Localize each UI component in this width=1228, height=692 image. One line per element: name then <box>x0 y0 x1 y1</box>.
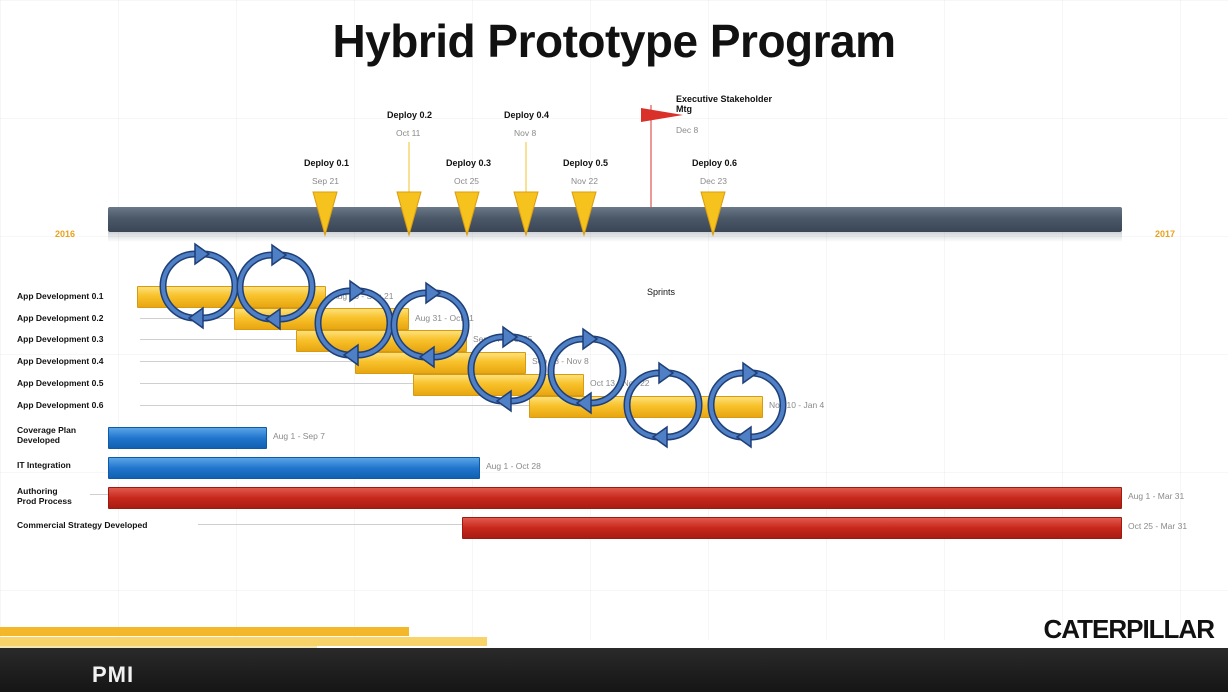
year-end-label: 2017 <box>1155 229 1176 239</box>
timeline-bar <box>108 207 1122 232</box>
milestone-label-exec-mtg: Executive Stakeholder Mtg <box>676 94 773 114</box>
milestone-marker-0-5 <box>571 191 597 237</box>
row-guide <box>140 361 355 362</box>
cycle-icon <box>551 329 623 413</box>
milestone-date-exec-mtg: Dec 8 <box>676 125 699 135</box>
row-label-it-integration: IT Integration <box>17 460 71 470</box>
caterpillar-logo: CATERPILLAR <box>1043 614 1215 644</box>
decor-stripe <box>0 627 409 636</box>
row-guide <box>140 383 413 384</box>
row-label-app-dev-0-2: App Development 0.2 <box>17 313 104 323</box>
cycle-icon <box>318 281 390 365</box>
gantt-bar-it-integration[interactable] <box>108 457 480 479</box>
gantt-bar-coverage-plan[interactable] <box>108 427 267 449</box>
row-guide <box>198 524 462 525</box>
milestone-label-deploy-0-1: Deploy 0.1 <box>304 158 350 168</box>
milestone-date-deploy-0-6: Dec 23 <box>700 176 727 186</box>
pmi-logo: PMI <box>92 662 135 687</box>
row-label-app-dev-0-3: App Development 0.3 <box>17 334 104 344</box>
cycle-icon <box>240 245 312 329</box>
page-title: Hybrid Prototype Program <box>332 15 896 67</box>
milestone-marker-0-2 <box>396 191 422 237</box>
bar-range-app-dev-0-4: Sep 28 - Nov 8 <box>532 356 589 366</box>
cycle-icon <box>627 363 699 447</box>
milestone-date-deploy-0-4: Nov 8 <box>514 128 537 138</box>
milestone-label-deploy-0-4: Deploy 0.4 <box>504 110 550 120</box>
milestone-label-deploy-0-2: Deploy 0.2 <box>387 110 433 120</box>
milestone-marker-0-4 <box>513 191 539 237</box>
row-label-commercial-strategy: Commercial Strategy Developed <box>17 520 148 530</box>
milestone-label-deploy-0-3: Deploy 0.3 <box>446 158 492 168</box>
year-start-label: 2016 <box>55 229 76 239</box>
row-guide <box>140 339 296 340</box>
gantt-bar-authoring[interactable] <box>108 487 1122 509</box>
bar-range-app-dev-0-2: Aug 31 - Oct 11 <box>415 313 474 323</box>
flag-icon <box>641 108 683 122</box>
cycle-icon <box>394 283 466 367</box>
cycle-icon <box>471 327 543 411</box>
row-label-app-dev-0-1: App Development 0.1 <box>17 291 104 301</box>
cycle-icon <box>711 363 783 447</box>
milestone-label-deploy-0-6: Deploy 0.6 <box>692 158 738 168</box>
milestone-label-deploy-0-5: Deploy 0.5 <box>563 158 609 168</box>
bar-range-authoring: Aug 1 - Mar 31 <box>1128 491 1185 501</box>
milestone-date-deploy-0-5: Nov 22 <box>571 176 598 186</box>
gantt-bar-commercial-strategy[interactable] <box>462 517 1122 539</box>
row-guide <box>90 494 108 495</box>
bar-range-app-dev-0-1: Aug 16 - Sep 21 <box>332 291 394 301</box>
bar-range-commercial-strategy: Oct 25 - Mar 31 <box>1128 521 1188 531</box>
milestone-date-deploy-0-1: Sep 21 <box>312 176 339 186</box>
milestone-marker-0-6 <box>700 191 726 237</box>
footer-band <box>0 648 1228 692</box>
row-guide <box>140 405 530 406</box>
row-label-app-dev-0-5: App Development 0.5 <box>17 378 104 388</box>
cycle-icon <box>163 244 235 328</box>
bar-range-coverage-plan: Aug 1 - Sep 7 <box>273 431 325 441</box>
row-label-app-dev-0-6: App Development 0.6 <box>17 400 104 410</box>
milestone-marker-0-3 <box>454 191 480 237</box>
decor-stripe <box>0 637 487 646</box>
milestone-marker-0-1 <box>312 191 338 237</box>
row-label-coverage-plan: Coverage Plan Developed <box>17 425 77 445</box>
bar-range-it-integration: Aug 1 - Oct 28 <box>486 461 541 471</box>
row-label-authoring: Authoring Prod Process <box>17 486 72 506</box>
sprints-label: Sprints <box>647 287 676 297</box>
bar-range-app-dev-0-6: Nov 10 - Jan 4 <box>769 400 825 410</box>
milestone-date-deploy-0-2: Oct 11 <box>396 128 421 138</box>
row-label-app-dev-0-4: App Development 0.4 <box>17 356 104 366</box>
timeline-reflection <box>108 232 1122 242</box>
milestone-date-deploy-0-3: Oct 25 <box>454 176 480 186</box>
